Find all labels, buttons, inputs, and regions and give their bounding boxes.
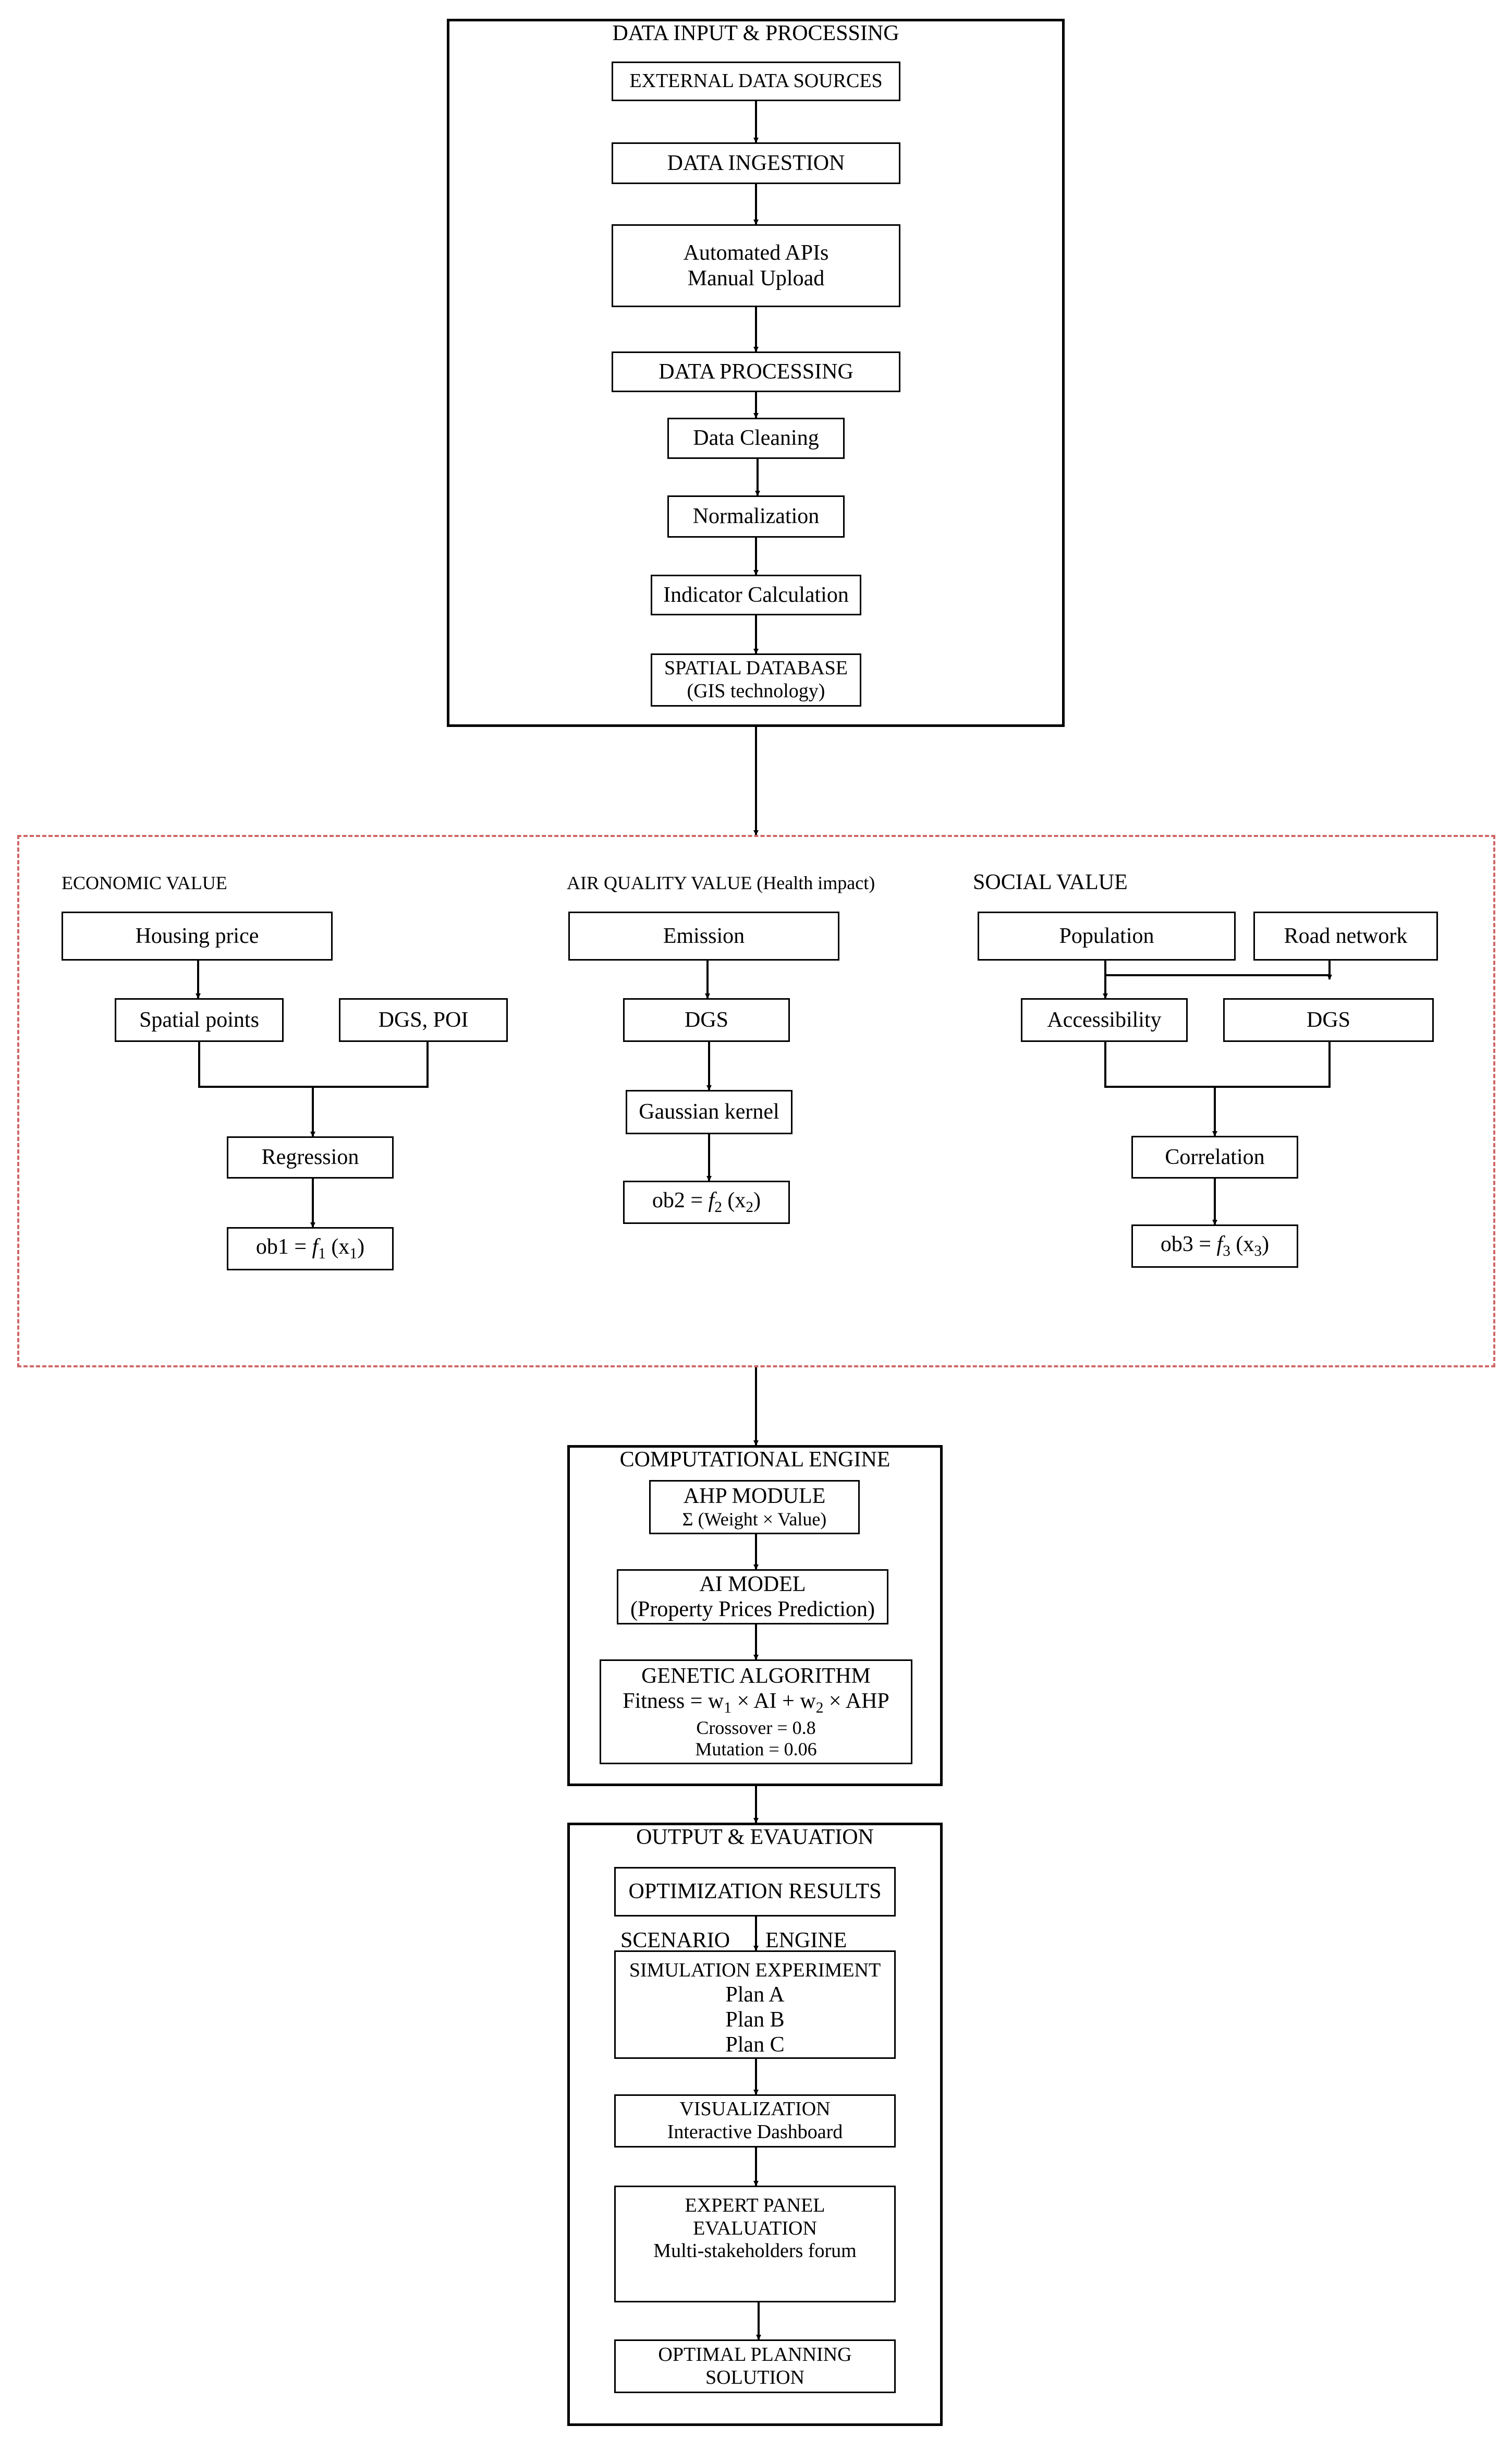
normalization-label: Normalization <box>692 504 820 529</box>
computational-engine-title: COMPUTATIONAL ENGINE <box>619 1448 891 1472</box>
ahp-module-box: AHP MODULE Σ (Weight × Value) <box>649 1480 860 1534</box>
emission-box: Emission <box>568 912 839 961</box>
population-label: Population <box>1059 924 1154 948</box>
emission-label: Emission <box>663 924 745 948</box>
accessibility-box: Accessibility <box>1021 998 1188 1042</box>
output-evaluation-frame <box>567 1823 943 2426</box>
ob3-box: ob3 = f3 (x3) <box>1131 1224 1298 1268</box>
ob1-formula: ob1 = f1 (x1) <box>255 1235 365 1262</box>
genetic-algorithm-box: GENETIC ALGORITHM Fitness = w1 × AI + w2… <box>600 1659 912 1764</box>
values-frame <box>17 835 1495 1367</box>
manual-upload-label: Manual Upload <box>687 266 825 290</box>
genetic-algorithm-title: GENETIC ALGORITHM <box>641 1664 871 1688</box>
gis-technology-label: (GIS technology) <box>687 680 825 702</box>
simulation-experiment-title: SIMULATION EXPERIMENT <box>629 1959 881 1981</box>
optimal-planning-title: OPTIMAL PLANNING <box>658 2343 852 2366</box>
computational-engine-frame <box>567 1445 943 1786</box>
optimization-results-label: OPTIMIZATION RESULTS <box>628 1879 882 1904</box>
spatial-database-label: SPATIAL DATABASE <box>664 657 848 680</box>
regression-label: Regression <box>261 1145 359 1170</box>
plan-a: Plan A <box>725 1982 785 2007</box>
housing-price-box: Housing price <box>62 912 333 961</box>
data-ingestion-box: DATA INGESTION <box>612 142 900 184</box>
ahp-module-title: AHP MODULE <box>683 1484 826 1509</box>
social-dgs-label: DGS <box>1306 1008 1351 1032</box>
ob2-box: ob2 = f2 (x2) <box>623 1181 790 1224</box>
correlation-label: Correlation <box>1165 1145 1265 1169</box>
data-ingestion-label: DATA INGESTION <box>667 151 845 175</box>
data-processing-box: DATA PROCESSING <box>612 351 900 392</box>
road-network-label: Road network <box>1284 924 1408 948</box>
housing-price-label: Housing price <box>135 924 259 948</box>
optimal-planning-box: OPTIMAL PLANNING SOLUTION <box>614 2339 896 2393</box>
spatial-points-label: Spatial points <box>139 1008 259 1032</box>
indicator-calculation-box: Indicator Calculation <box>651 575 861 615</box>
expert-panel-box: EXPERT PANEL EVALUATION Multi-stakeholde… <box>614 2186 896 2302</box>
indicator-calculation-label: Indicator Calculation <box>663 583 849 607</box>
interactive-dashboard-label: Interactive Dashboard <box>667 2121 843 2143</box>
ai-model-title: AI MODEL <box>699 1572 806 1596</box>
multi-stakeholders-forum-label: Multi-stakeholders forum <box>653 2240 857 2262</box>
evaluation-title: EVALUATION <box>693 2217 817 2239</box>
economic-value-title: ECONOMIC VALUE <box>62 872 227 893</box>
automated-apis-label: Automated APIs <box>683 241 829 265</box>
ob2-formula: ob2 = f2 (x2) <box>652 1188 761 1216</box>
plan-c: Plan C <box>725 2033 785 2057</box>
accessibility-label: Accessibility <box>1047 1008 1162 1032</box>
air-dgs-box: DGS <box>623 998 790 1042</box>
social-dgs-box: DGS <box>1223 998 1434 1042</box>
merge-social <box>1104 1042 1331 1088</box>
dgs-poi-label: DGS, POI <box>378 1008 469 1032</box>
data-cleaning-label: Data Cleaning <box>693 426 819 451</box>
dgs-poi-box: DGS, POI <box>339 998 508 1042</box>
visualization-box: VISUALIZATION Interactive Dashboard <box>614 2094 896 2148</box>
gaussian-kernel-label: Gaussian kernel <box>639 1100 779 1124</box>
spatial-database-box: SPATIAL DATABASE (GIS technology) <box>651 653 861 707</box>
ai-model-box: AI MODEL (Property Prices Prediction) <box>617 1569 888 1624</box>
engine-label: ENGINE <box>765 1928 847 1952</box>
external-sources-label: EXTERNAL DATA SOURCES <box>629 70 883 92</box>
fitness-formula: Fitness = w1 × AI + w2 × AHP <box>623 1689 889 1716</box>
crossover-rate: Crossover = 0.8 <box>696 1717 816 1738</box>
population-box: Population <box>978 912 1236 961</box>
data-cleaning-box: Data Cleaning <box>667 418 845 459</box>
external-sources-box: EXTERNAL DATA SOURCES <box>612 62 900 101</box>
ob3-formula: ob3 = f3 (x3) <box>1160 1232 1270 1259</box>
road-network-box: Road network <box>1253 912 1438 961</box>
solution-title: SOLUTION <box>705 2366 804 2388</box>
ob1-box: ob1 = f1 (x1) <box>227 1227 394 1270</box>
input-processing-frame <box>447 19 1065 727</box>
ingestion-methods-box: Automated APIs Manual Upload <box>612 224 900 307</box>
simulation-experiment-box: SIMULATION EXPERIMENT Plan A Plan B Plan… <box>614 1950 896 2059</box>
spatial-points-box: Spatial points <box>115 998 284 1042</box>
correlation-box: Correlation <box>1131 1136 1298 1179</box>
scenario-label: SCENARIO <box>620 1928 730 1952</box>
mutation-rate: Mutation = 0.06 <box>695 1738 817 1760</box>
optimization-results-box: OPTIMIZATION RESULTS <box>614 1867 896 1917</box>
gaussian-kernel-box: Gaussian kernel <box>626 1090 792 1134</box>
normalization-box: Normalization <box>667 495 845 538</box>
data-processing-label: DATA PROCESSING <box>659 359 853 384</box>
visualization-title: VISUALIZATION <box>679 2098 831 2120</box>
output-evaluation-title: OUTPUT & EVAUATION <box>636 1825 874 1849</box>
plan-b: Plan B <box>725 2007 785 2032</box>
ai-model-desc: (Property Prices Prediction) <box>630 1597 875 1621</box>
input-processing-title: DATA INPUT & PROCESSING <box>612 21 899 45</box>
air-quality-title: AIR QUALITY VALUE (Health impact) <box>567 872 875 893</box>
ahp-formula: Σ (Weight × Value) <box>682 1509 827 1530</box>
expert-panel-title: EXPERT PANEL <box>685 2194 825 2216</box>
air-dgs-label: DGS <box>684 1008 729 1032</box>
social-value-title: SOCIAL VALUE <box>973 870 1128 894</box>
regression-box: Regression <box>227 1136 394 1179</box>
